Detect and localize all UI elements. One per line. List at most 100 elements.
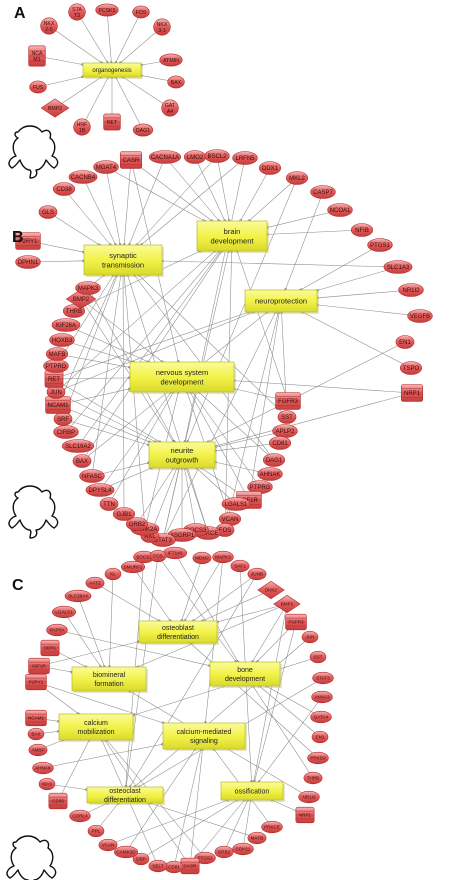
gene-node-C-pappa[interactable]: PAPPA bbox=[46, 623, 68, 637]
gene-node-C-selt[interactable]: SELT bbox=[148, 859, 168, 873]
gene-node-B-ncoa1[interactable]: NCOA1 bbox=[327, 203, 353, 217]
gene-node-C-prkce[interactable]: PRKCE bbox=[261, 820, 283, 834]
gene-node-B-lrfn5[interactable]: LRFN5 bbox=[232, 151, 258, 165]
gene-node-C-fgfr3[interactable]: FGFR3 bbox=[285, 613, 307, 631]
gene-node-A-dag1[interactable]: DAG1 bbox=[132, 123, 154, 137]
gene-node-C-dbp[interactable]: DBP bbox=[132, 852, 150, 866]
gene-node-B-casp7[interactable]: CASP7 bbox=[310, 185, 336, 199]
gene-node-B-fgfr3[interactable]: FGFR3 bbox=[275, 392, 301, 410]
gene-node-C-mafb[interactable]: MAFB bbox=[247, 831, 267, 845]
gene-node-B-slc16a2[interactable]: SLC16A2 bbox=[61, 439, 95, 453]
gene-node-B-kif26a[interactable]: KIF26A bbox=[51, 318, 81, 332]
gene-node-B-nr1i2[interactable]: NR1I2 bbox=[398, 283, 424, 297]
gene-node-B-cacnb4[interactable]: CACNB4 bbox=[68, 170, 98, 184]
gene-node-B-hoxb3[interactable]: HOXB3 bbox=[49, 333, 75, 347]
gene-node-B-nrp1[interactable]: NRP1 bbox=[400, 384, 424, 402]
gene-node-B-ahnak[interactable]: AHNAK bbox=[257, 467, 283, 481]
gene-node-C-prkd2[interactable]: PRKD2 bbox=[307, 751, 329, 765]
gene-node-B-gjb1[interactable]: GJB1 bbox=[112, 507, 136, 521]
gene-node-B-vegfb[interactable]: VEGFB bbox=[407, 309, 433, 323]
gene-node-B-ptprd[interactable]: PTPRD bbox=[43, 359, 69, 373]
gene-node-C-ift140[interactable]: IFT140 bbox=[162, 546, 188, 560]
gene-node-C-nr1i2[interactable]: NR1I2 bbox=[298, 790, 320, 804]
gene-node-A-atmin[interactable]: ATMIN bbox=[159, 53, 183, 67]
gene-node-C-slc26a4[interactable]: SLC26A4 bbox=[64, 589, 92, 603]
gene-node-A-bax[interactable]: BAX bbox=[167, 75, 185, 89]
gene-node-C-igf1r[interactable]: IGF1R bbox=[28, 657, 50, 675]
gene-node-C-bmp2[interactable]: BMP2 bbox=[273, 594, 301, 614]
gene-node-C-stat3[interactable]: STAT3 bbox=[312, 671, 334, 685]
gene-node-C-smurf2[interactable]: SMURF2 bbox=[120, 560, 146, 574]
gene-node-C-ncam1[interactable]: NCAM1 bbox=[25, 709, 47, 727]
gene-node-C-anxa3[interactable]: ANXA3 bbox=[311, 690, 333, 704]
gene-node-B-tspo[interactable]: TSPO bbox=[399, 361, 423, 375]
gene-node-C-ppl[interactable]: PPL bbox=[87, 824, 105, 838]
gene-node-C-saf1[interactable]: SAF1 bbox=[230, 559, 250, 573]
gene-node-C-cdh11[interactable]: CDH11 bbox=[232, 842, 254, 856]
gene-node-B-bax[interactable]: BAX bbox=[72, 454, 92, 468]
gene-node-C-cd36[interactable]: CD36 bbox=[48, 792, 68, 810]
gene-node-B-p2ry1[interactable]: P2RY1 bbox=[15, 232, 41, 250]
gene-node-B-grb2[interactable]: GRB2 bbox=[125, 517, 149, 531]
gene-node-B-gls[interactable]: GLS bbox=[38, 205, 58, 219]
gene-node-C-dkk2[interactable]: DKK2 bbox=[257, 580, 285, 600]
gene-node-C-kl[interactable]: KL bbox=[104, 567, 122, 581]
gene-node-B-bscl2[interactable]: BSCL2 bbox=[204, 149, 230, 163]
gene-node-B-dpysl4[interactable]: DPYSL4 bbox=[85, 483, 115, 497]
gene-node-C-aatz[interactable]: AATZ bbox=[85, 576, 105, 590]
gene-node-B-ttn[interactable]: TTN bbox=[99, 497, 119, 511]
gene-node-C-thrb[interactable]: THRB bbox=[303, 771, 323, 785]
gene-node-B-ptgs1[interactable]: PTGS1 bbox=[367, 238, 393, 252]
gene-node-B-srf[interactable]: SRF bbox=[53, 412, 73, 426]
gene-node-A-bmp2[interactable]: BMP2 bbox=[40, 98, 70, 118]
gene-node-B-cirbp[interactable]: CIRBP bbox=[53, 425, 79, 439]
gene-node-C-fos[interactable]: FOS bbox=[149, 549, 167, 563]
gene-node-C-corl4[interactable]: CORL4 bbox=[69, 809, 91, 823]
gene-node-B-ddx1[interactable]: DDX1 bbox=[258, 161, 282, 175]
gene-node-B-mgat4[interactable]: MGAT4 bbox=[93, 160, 119, 174]
gene-node-C-gata4[interactable]: GATA4 bbox=[310, 710, 332, 724]
gene-node-B-nfib[interactable]: NFIB bbox=[350, 223, 374, 237]
gene-node-C-ambp[interactable]: AMBP bbox=[28, 743, 48, 757]
function-node-C-ossification[interactable]: ossification bbox=[220, 781, 285, 802]
gene-node-C-grb2[interactable]: GRB2 bbox=[214, 845, 234, 859]
gene-node-B-en1[interactable]: EN1 bbox=[395, 335, 415, 349]
gene-node-A-pcsk5[interactable]: PCSK5 bbox=[95, 3, 119, 17]
gene-node-C-cd81[interactable]: CD81 bbox=[164, 860, 184, 874]
gene-node-C-p2ry1[interactable]: P2RY1 bbox=[25, 673, 47, 691]
gene-node-B-nfasc[interactable]: NFASC bbox=[79, 469, 105, 483]
gene-node-B-lmo2[interactable]: LMO2 bbox=[183, 150, 207, 164]
gene-node-C-junb[interactable]: JUNB bbox=[247, 567, 267, 581]
gene-node-C-ahnak[interactable]: AHNAK bbox=[32, 761, 54, 775]
gene-node-C-en1[interactable]: EN1 bbox=[311, 730, 329, 744]
gene-node-B-mkl2[interactable]: MKL2 bbox=[285, 171, 309, 185]
gene-node-B-aplp2[interactable]: APLP2 bbox=[272, 424, 298, 438]
gene-node-C-sst[interactable]: SST bbox=[309, 650, 327, 664]
gene-node-B-mapk3[interactable]: MAPK3 bbox=[75, 281, 101, 295]
gene-node-A-gata4[interactable]: GATA4 bbox=[161, 99, 179, 117]
gene-node-C-was[interactable]: WAS bbox=[38, 777, 56, 791]
gene-node-A-stat3[interactable]: STAT3 bbox=[68, 3, 86, 21]
gene-node-C-nrp1[interactable]: NRP1 bbox=[295, 806, 315, 824]
gene-node-B-cacna1a[interactable]: CACNA1A bbox=[148, 150, 182, 164]
gene-node-C-camk2d[interactable]: CAMK2D bbox=[113, 845, 139, 859]
gene-node-B-cd81[interactable]: CD81 bbox=[268, 436, 292, 450]
gene-node-B-ncam1[interactable]: NCAM1 bbox=[45, 396, 71, 414]
gene-node-C-mdm2[interactable]: MDM2 bbox=[192, 551, 212, 565]
gene-node-A-ncam1[interactable]: NCAM1 bbox=[28, 45, 46, 67]
gene-node-B-sst[interactable]: SST bbox=[277, 410, 297, 424]
gene-node-B-cd38[interactable]: CD38 bbox=[52, 182, 76, 196]
gene-node-B-ret[interactable]: RET bbox=[44, 370, 64, 388]
gene-node-A-fus[interactable]: FUS bbox=[29, 80, 47, 94]
gene-node-C-jun[interactable]: JUN bbox=[301, 630, 319, 644]
